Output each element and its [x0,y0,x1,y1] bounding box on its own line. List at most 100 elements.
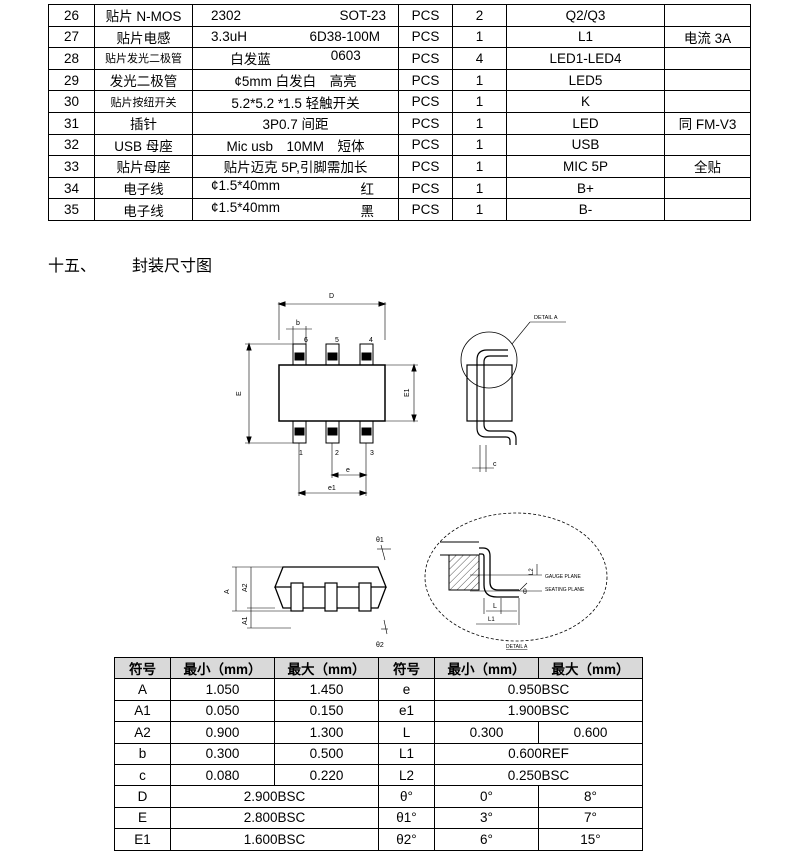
detail-a-circle [460,331,518,389]
value-cell: 0.600REF [434,742,643,765]
label-e: E [236,391,243,396]
item-number: 35 [48,198,95,221]
dimensions-table: 符号 最小（mm） 最大（mm） 符号 最小（mm） 最大（mm） A 1.05… [114,656,643,851]
symbol-cell: L2 [378,763,435,787]
column-header: 符号 [378,656,435,680]
label-pin5: 5 [335,337,339,344]
side-view [460,321,566,472]
label-l1: L1 [488,617,495,623]
item-spec-part: 3.3uH [211,29,248,45]
pin-2 [325,420,340,444]
item-ref: B+ [506,176,665,200]
item-qty: 1 [452,133,507,157]
item-spec-part: 红 [360,182,375,198]
min-cell: 0.050 [170,699,275,723]
label-detail-a-caption: DETAIL A [506,644,528,650]
item-note [664,133,751,157]
item-name: 贴片母座 [94,155,193,178]
max-cell: 8° [538,785,643,808]
item-spec-part: 6D38-100M [309,29,380,45]
front-lead-1 [290,582,304,612]
table-row: A2 0.900 1.300 L 0.300 0.600 [114,721,643,744]
label-pitch-e1: e1 [328,485,336,492]
item-name: 发光二极管 [94,68,193,92]
value-cell: 2.900BSC [170,785,379,808]
min-cell: 1.050 [170,678,275,701]
value-cell: 1.600BSC [170,828,379,851]
item-unit: PCS [398,176,453,200]
item-ref: L1 [506,25,665,49]
item-ref: LED [506,111,665,135]
detail-a-ellipse [424,512,608,642]
item-note: 同 FM-V3 [664,111,751,135]
symbol-cell: A [114,678,171,701]
item-spec-part: 白发蓝 [230,52,271,68]
label-pitch-e: e [346,467,350,474]
item-ref: USB [506,133,665,157]
pin-3 [359,420,374,444]
label-pin3: 3 [370,450,374,457]
symbol-cell: A2 [114,721,171,744]
table-row: E 2.800BSC θ1° 3° 7° [114,806,643,830]
side-body [466,364,513,422]
top-view [245,301,418,496]
label-l2: L2 [529,568,535,575]
value-cell: 2.800BSC [170,806,379,830]
label-pin6: 6 [304,337,308,344]
item-number: 34 [48,176,95,200]
item-unit: PCS [398,47,453,70]
label-b: b [296,320,300,327]
max-cell: 1.450 [274,678,379,701]
side-lead-bottom [476,421,511,445]
symbol-cell: e1 [378,699,435,723]
symbol-cell: L1 [378,742,435,765]
symbol-cell: b [114,742,171,765]
label-a2: A2 [242,583,249,592]
front-lead-3 [358,582,372,612]
symbol-cell: θ1° [378,806,435,830]
label-theta1: θ1 [376,537,384,544]
symbol-cell: A1 [114,699,171,723]
item-spec-part: SOT-23 [339,7,386,23]
symbol-cell: E [114,806,171,830]
min-cell: 0.300 [434,721,539,744]
label-l: L [493,603,497,610]
detail-lead [479,547,519,591]
min-cell: 0° [434,785,539,808]
table-row: E1 1.600BSC θ2° 6° 15° [114,828,643,851]
max-cell: 0.150 [274,699,379,723]
min-cell: 0.300 [170,742,275,765]
label-seating-plane: SEATING PLANE [545,587,585,593]
pin-6 [292,343,307,366]
min-cell: 0.900 [170,721,275,744]
label-gauge-plane: GAUGE PLANE [545,574,582,580]
column-header: 最小（mm） [434,656,539,680]
table-row: D 2.900BSC θ° 0° 8° [114,785,643,808]
label-pin4: 4 [369,337,373,344]
item-note: 全贴 [664,155,751,178]
detail-a-view [424,512,608,642]
table-header-row: 符号 最小（mm） 最大（mm） 符号 最小（mm） 最大（mm） [114,656,643,680]
item-unit: PCS [398,68,453,92]
symbol-cell: L [378,721,435,744]
item-name: 插针 [94,111,193,135]
front-lead-2 [324,582,338,612]
package-drawing: D b 6 5 4 1 2 3 E E1 e e1 DETAIL A c [224,293,608,650]
column-header: 符号 [114,656,171,680]
max-cell: 15° [538,828,643,851]
item-name: 贴片发光二极管 [94,47,193,70]
symbol-cell: θ2° [378,828,435,851]
section-title: 封装尺寸图 [132,256,213,275]
item-spec: 3.3uH 6D38-100M [192,25,399,49]
table-row: 33 贴片母座 贴片迈克 5P,引脚需加长 PCS 1 MIC 5P 全贴 [48,155,751,178]
detail-body-hatch [448,554,480,591]
item-ref: B- [506,198,665,221]
symbol-cell: θ° [378,785,435,808]
min-cell: 0.080 [170,763,275,787]
